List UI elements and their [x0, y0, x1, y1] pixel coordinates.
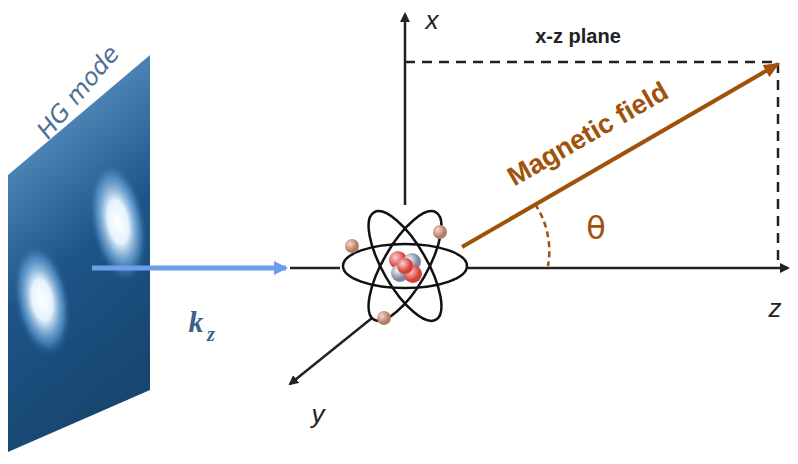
plane-label: x-z plane [535, 26, 621, 46]
angle-arc [535, 204, 549, 266]
wave-vector-symbol: k [189, 307, 204, 337]
hg-mode-panel [4, 55, 156, 452]
axis-label: z [769, 295, 782, 321]
magnetic-field-arrow [462, 64, 778, 247]
x-axis [404, 14, 407, 205]
atom [343, 201, 467, 330]
z-axis [468, 267, 788, 270]
z-axis-back [290, 267, 340, 270]
wave-vector-subscript: z [207, 324, 215, 344]
axis-label: x [426, 7, 439, 33]
y-axis [290, 318, 372, 384]
angle-label: θ [586, 212, 606, 244]
axis-label: y [312, 401, 325, 427]
wave-vector-arrow [92, 266, 286, 271]
plane-outline [405, 62, 778, 268]
